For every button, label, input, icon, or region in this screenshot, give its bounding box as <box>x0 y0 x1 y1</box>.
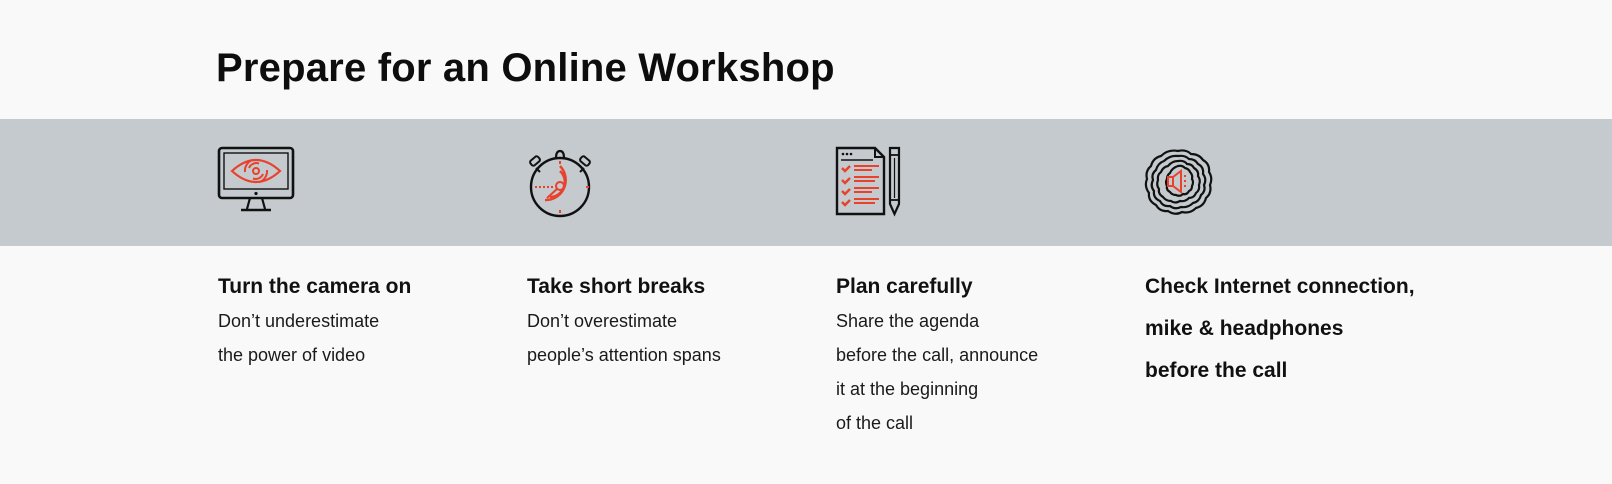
tip-take-short-breaks: Take short breaks Don’t overestimate peo… <box>527 270 721 372</box>
monitor-eye-icon <box>217 146 295 216</box>
tip-plan-carefully: Plan carefully Share the agenda before t… <box>836 270 1038 440</box>
stopwatch-icon <box>527 148 593 218</box>
page-title: Prepare for an Online Workshop <box>216 46 835 90</box>
checklist-pencil-icon <box>835 146 905 218</box>
tip-body: Don’t overestimate people’s attention sp… <box>527 311 721 365</box>
tip-body: Share the agenda before the call, announ… <box>836 311 1039 433</box>
tip-title: Turn the camera on <box>218 275 412 298</box>
tip-body: Don’t underestimate the power of video <box>218 311 380 365</box>
tip-turn-camera-on: Turn the camera on Don’t underestimate t… <box>218 270 411 372</box>
tip-title: Take short breaks <box>527 275 706 298</box>
tip-check-connection: Check Internet connection, mike & headph… <box>1145 266 1415 392</box>
icon-band <box>0 119 1612 246</box>
tip-title: Check Internet connection, mike & headph… <box>1145 275 1415 382</box>
tip-title: Plan carefully <box>836 275 973 298</box>
speaker-waves-icon <box>1141 146 1215 218</box>
